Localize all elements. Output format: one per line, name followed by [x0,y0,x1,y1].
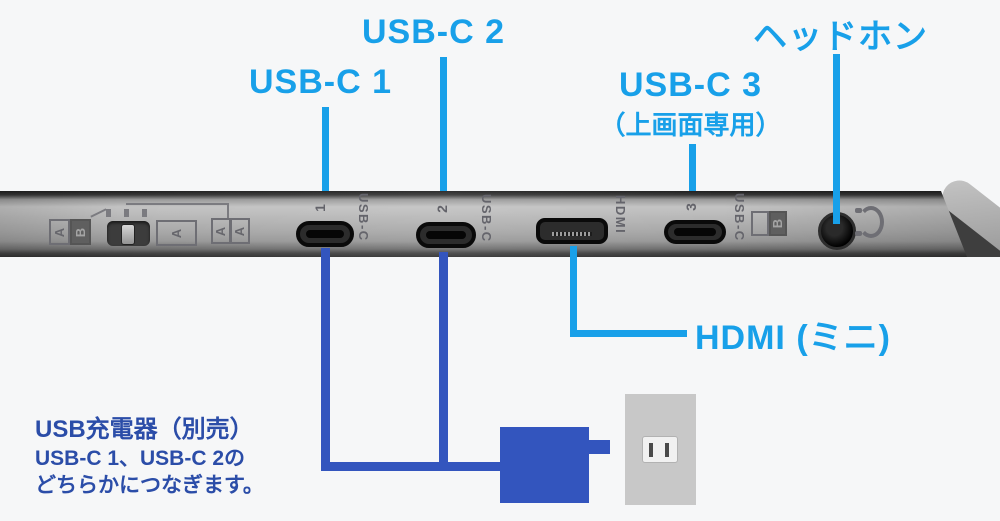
mode-b-glyph: B [770,218,786,229]
label-usb-c-3-group: USB-C 3 （上画面専用） [583,66,798,142]
charger-note-title: USB充電器（別売） [35,416,254,443]
headphone-icon-pad-1 [855,208,862,213]
headphone-icon-pad-2 [855,231,862,236]
usb-c-3-engraving: USB-C [732,193,747,242]
usb-charger [500,427,589,503]
hdmi-pins [551,232,593,236]
charger-plug-prong [588,440,610,454]
device-edge: A B A A A 1 USB-C 2 USB-C HDMI 3 USB-C B [0,191,967,257]
mode-box-a-left: A [49,219,70,245]
outlet-socket-plate [642,436,678,463]
mode-box-empty-right [751,211,769,236]
cable-horizontal [321,462,505,471]
port-1-number-engraving: 1 [312,204,328,212]
outlet-slot-left [649,443,653,457]
mode-box-a-pair-1: A [211,218,231,244]
mode-a-glyph: A [213,226,229,236]
outlet-slot-right [665,443,669,457]
label-hdmi: HDMI (ミニ) [695,319,891,357]
switch-tick-1 [106,209,111,217]
mode-b-glyph: B [72,227,88,237]
mode-a-glyph: A [168,228,184,238]
label-usb-c-2: USB-C 2 [362,13,506,51]
mode-diagram-rail [126,203,229,205]
usb-c-3-port [664,220,726,244]
leader-line-headphone [833,54,840,224]
charger-note-line2: USB-C 1、USB-C 2の [35,447,246,470]
usb-c-3-slot [674,228,716,236]
mode-diagram-rail-drop [227,203,229,219]
hdmi-engraving: HDMI [613,195,628,235]
mode-box-a-pair-2: A [230,218,250,244]
port-2-number-engraving: 2 [434,205,450,213]
label-usb-c-3: USB-C 3 [618,66,763,104]
usb-c-1-port [296,221,354,247]
label-headphone: ヘッドホン [753,18,928,56]
cable-usb-c-1 [321,248,330,471]
usb-c-1-slot [306,230,344,238]
mode-a-glyph: A [51,227,67,237]
mode-box-b-right: B [769,211,787,236]
charger-note-block: USB充電器（別売） USB-C 1、USB-C 2の どちらかにつなぎます。 [35,414,264,499]
switch-tick-2 [124,209,129,217]
mode-box-a-mid: A [156,220,197,246]
switch-tick-3 [142,209,147,217]
headphone-icon [858,206,884,238]
label-usb-c-3-note: （上画面専用） [599,110,782,140]
leader-line-hdmi-vertical [570,246,577,337]
mode-switch-knob [121,224,135,245]
usb-c-2-engraving: USB-C [479,194,494,243]
mode-switch [107,221,150,246]
charger-note-line3: どちらかにつなぎます。 [35,474,264,497]
label-usb-c-1: USB-C 1 [249,63,393,101]
mode-a-glyph: A [232,226,248,236]
leader-line-usb-c-1 [322,107,329,199]
device-sheen [0,191,967,257]
usb-c-2-slot [426,231,466,239]
usb-c-2-port [416,222,476,248]
port-3-number-engraving: 3 [683,203,699,211]
hdmi-port [536,218,608,244]
leader-line-usb-c-2 [440,57,447,199]
mode-box-b-left: B [70,219,91,245]
cable-usb-c-2 [439,252,448,471]
leader-line-hdmi-horizontal [570,330,687,337]
leader-line-usb-c-3 [689,144,696,204]
usb-c-1-engraving: USB-C [356,193,371,242]
